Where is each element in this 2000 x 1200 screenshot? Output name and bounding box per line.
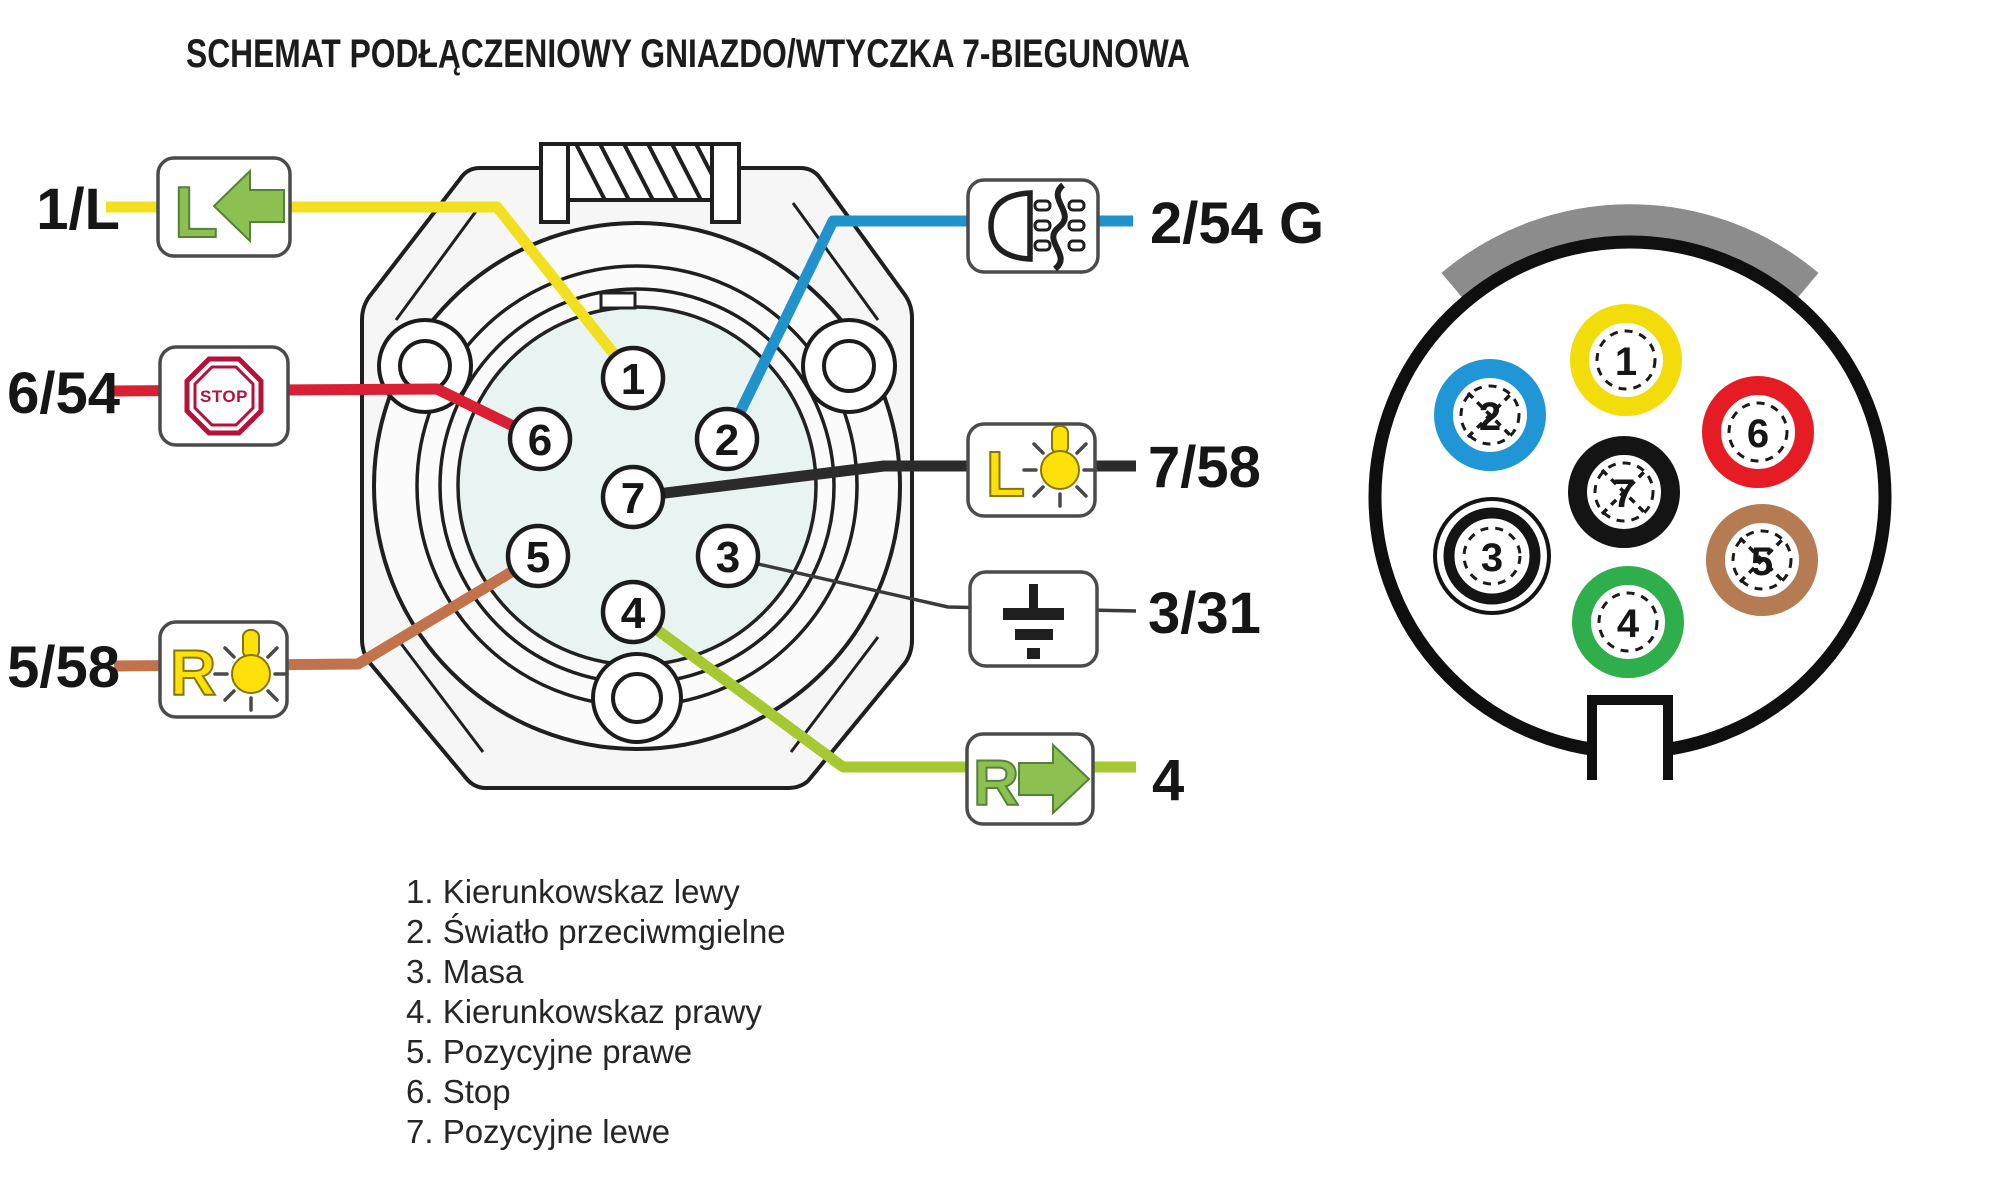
clamp-hatch-lines: [573, 144, 712, 200]
label-ground: 3/31: [1148, 581, 1261, 646]
turn-left-arrow-icon: [212, 168, 285, 244]
legend: 1. Kierunkowskaz lewy 2. Światło przeciw…: [406, 873, 786, 1150]
socket-pin-3: 3: [695, 523, 761, 589]
plug-pin-4: 4: [1572, 566, 1684, 678]
stop-sign-icon: [184, 356, 264, 436]
svg-text:1: 1: [621, 355, 645, 404]
svg-text:3: 3: [716, 533, 740, 582]
plug-pin-1: 1: [1570, 304, 1682, 416]
position-left-light-box: L: [966, 422, 1098, 518]
legend-item-1: 1. Kierunkowskaz lewy: [406, 873, 740, 910]
socket-diagram: 1 2 6 7 3 5 4: [106, 142, 1137, 790]
svg-text:1: 1: [1615, 340, 1637, 384]
legend-item-6: 6. Stop: [406, 1073, 511, 1110]
plug-gray-band: [1441, 204, 1819, 306]
stop-sign-text: STOP: [200, 387, 248, 406]
legend-item-4: 4. Kierunkowskaz prawy: [406, 993, 762, 1030]
svg-text:5: 5: [526, 533, 550, 582]
fog-light-icon: [988, 182, 1086, 272]
socket-pin-4: 4: [600, 579, 666, 645]
svg-text:4: 4: [1617, 602, 1640, 646]
plug-pin-5: 5: [1706, 504, 1818, 616]
lamp-icon: [213, 629, 289, 712]
plug-keyway-mask: [1588, 692, 1672, 784]
label-turn-right: 4: [1152, 748, 1184, 813]
position-right-light-box: R: [158, 620, 289, 719]
clamp-post-left: [539, 142, 570, 224]
label-turn-left: 1/L: [36, 177, 120, 242]
plug-pin-3: 3: [1433, 497, 1551, 615]
svg-text:4: 4: [621, 589, 646, 638]
turn-right-arrow-icon: [1018, 742, 1091, 816]
svg-text:3: 3: [1481, 536, 1503, 580]
label-position-right: 5/58: [7, 635, 120, 700]
turn-left-letter: L: [174, 173, 218, 253]
plug-pin-7: 7: [1568, 436, 1680, 548]
svg-text:6: 6: [528, 416, 552, 465]
cable-clamp: [539, 142, 741, 224]
plug-pin-6: 6: [1702, 376, 1814, 488]
turn-right-letter: R: [973, 747, 1019, 819]
fog-light-box: [966, 178, 1100, 274]
position-right-letter: R: [170, 637, 216, 709]
plug-diagram: 1 2 6 7 3: [1368, 204, 1892, 784]
socket-pin-5: 5: [505, 523, 571, 589]
socket-pin-6: 6: [507, 406, 573, 472]
label-stop: 6/54: [7, 361, 120, 426]
lamp-icon: [1022, 425, 1098, 508]
plug-keyway-notch: [1587, 695, 1673, 780]
legend-item-5: 5. Pozycyjne prawe: [406, 1033, 692, 1070]
socket-index-notch: [599, 291, 637, 310]
ground-icon: [1003, 584, 1064, 659]
svg-text:7: 7: [1613, 472, 1635, 516]
socket-pin-1: 1: [600, 345, 666, 411]
svg-text:7: 7: [621, 474, 645, 523]
svg-text:6: 6: [1747, 412, 1769, 456]
page-title: SCHEMAT PODŁĄCZENIOWY GNIAZDO/WTYCZKA 7-…: [186, 32, 1190, 76]
turn-right-signal-box: R: [965, 732, 1095, 826]
ground-box: [968, 570, 1099, 668]
socket-pin-7: 7: [600, 464, 666, 530]
position-left-letter: L: [986, 438, 1025, 510]
clamp-post-right: [710, 142, 741, 224]
svg-text:2: 2: [715, 416, 739, 465]
svg-text:5: 5: [1751, 540, 1773, 584]
mounting-hole-bottom: [591, 652, 683, 744]
plug-pin-2: 2: [1434, 359, 1546, 471]
socket-pin-2: 2: [694, 406, 760, 472]
label-position-left: 7/58: [1148, 435, 1261, 500]
stop-light-box: STOP: [158, 345, 290, 447]
legend-item-7: 7. Pozycyjne lewe: [406, 1113, 670, 1150]
legend-item-3: 3. Masa: [406, 953, 524, 990]
svg-text:2: 2: [1479, 395, 1501, 439]
mounting-hole-top-right: [801, 318, 897, 414]
turn-left-signal-box: L: [156, 156, 292, 258]
label-fog: 2/54 G: [1150, 191, 1324, 256]
legend-item-2: 2. Światło przeciwmgielne: [406, 912, 786, 950]
